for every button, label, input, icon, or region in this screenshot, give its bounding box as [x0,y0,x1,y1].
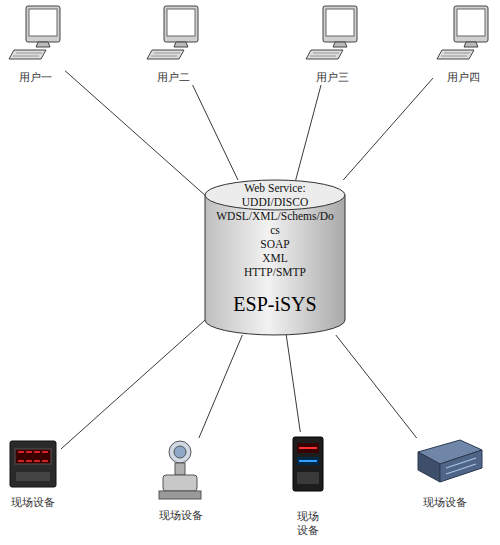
plc-front [440,450,482,482]
controller-display [297,443,319,453]
transmitter-body [163,475,197,491]
field-device: 现场设备 [5,438,61,510]
user-computer: 用户一 [5,3,65,85]
network-link [296,85,321,180]
network-link [61,320,205,449]
user-computer: 用户二 [143,3,203,85]
node-label: 现场设备 [423,496,467,510]
field-device: 现场设备 [150,438,212,523]
meter-case [10,441,56,487]
plc-modules [446,458,476,474]
field-device: 现场设备 [410,438,480,510]
node-label: 用户四 [447,71,480,85]
field-device: 现场 设备 [285,432,331,538]
plc-side [418,452,440,482]
node-label: 用户二 [157,71,190,85]
meter-display [15,449,51,464]
protocol-label: Web Service: [244,181,305,195]
server-cylinder [205,180,345,335]
server-node: Web Service:UDDI/DISCOWDSL/XML/Schems/Do… [205,180,345,335]
network-link [193,85,238,180]
protocol-label: XML [262,251,288,265]
user-computer: 用户四 [433,3,493,85]
panel-meter [10,441,56,487]
network-link [343,78,433,180]
meter-keys [16,472,50,481]
controller-display [297,457,319,465]
network-link [336,335,417,438]
cylinder-body [205,195,345,335]
transmitter-cap [174,446,186,458]
protocol-label: WDSL/XML/Schems/Do cs [213,209,337,237]
plc-unit [418,440,482,482]
user-computer: 用户三 [302,3,362,85]
node-label: 现场设备 [11,496,55,510]
computer-icon [306,6,357,59]
network-link [65,71,205,196]
computer-icon [9,6,60,59]
protocol-label: UDDI/DISCO [242,195,308,209]
computer-icon [147,6,198,59]
controller-digits [299,447,317,449]
transmitter-head [169,441,191,463]
transmitter-neck [175,463,185,475]
transmitter-flange [159,491,201,499]
computer-icon [437,6,488,59]
controller-case [293,437,323,491]
controller-digits [299,460,317,462]
protocol-label: HTTP/SMTP [244,265,306,279]
system-name: ESP-iSYS [233,293,316,315]
network-link [199,335,242,438]
protocol-label: SOAP [260,237,289,251]
node-label: 用户三 [316,71,349,85]
node-label: 现场设备 [159,509,203,523]
network-link [286,335,300,432]
pressure-transmitter [159,441,201,499]
meter-digits [18,452,48,461]
cylinder-top [205,180,345,210]
controller-keys [297,472,319,484]
node-label: 用户一 [19,71,52,85]
node-label: 现场 设备 [294,510,322,538]
process-controller [293,437,323,491]
